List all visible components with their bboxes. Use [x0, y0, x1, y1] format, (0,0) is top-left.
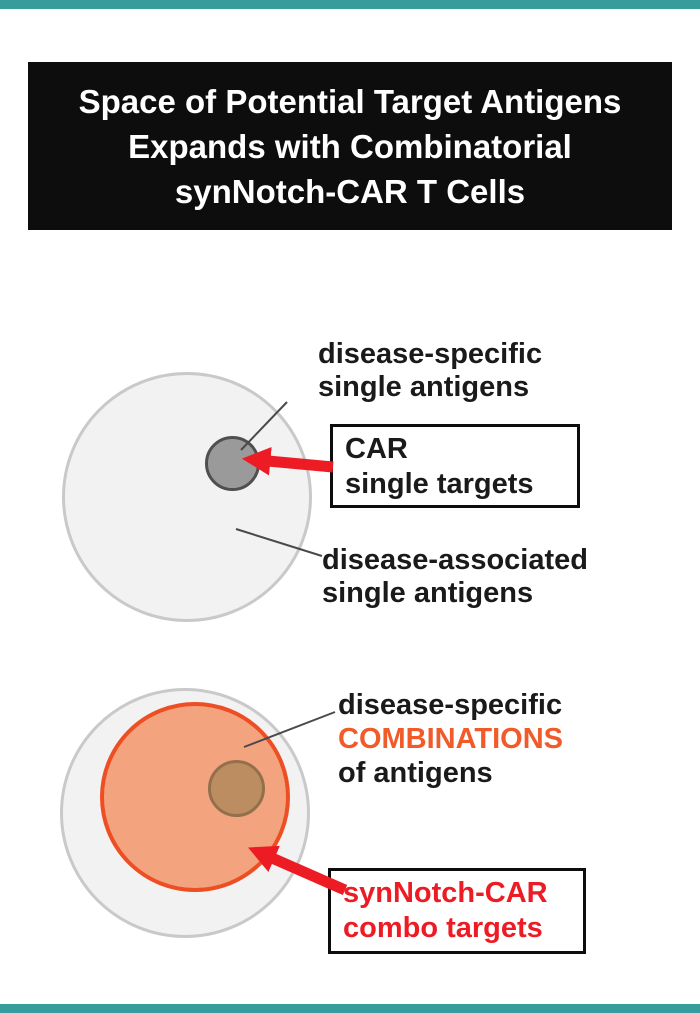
label-line: disease-specific	[338, 689, 563, 721]
car-box-line: single targets	[345, 468, 534, 500]
title-line-1: Space of Potential Target Antigens	[78, 82, 622, 120]
car-single-targets-box: CAR single targets	[330, 424, 580, 508]
inner-antigen-subset-circle	[208, 760, 265, 817]
label-line: disease-associated	[322, 544, 588, 576]
combo-box-line: synNotch-CAR	[343, 877, 548, 909]
label-line: single antigens	[318, 371, 530, 403]
label-line: single antigens	[322, 577, 534, 609]
bottom-border-strip	[0, 1004, 700, 1013]
disease-specific-single-antigen-circle	[205, 436, 260, 491]
label-line: of antigens	[338, 757, 493, 789]
synnotch-car-combo-targets-box: synNotch-CAR combo targets	[328, 868, 586, 954]
label-disease-specific-combinations: disease-specific COMBINATIONS of antigen…	[338, 688, 563, 790]
label-line: disease-specific	[318, 338, 543, 370]
car-box-line: CAR	[345, 433, 408, 465]
combo-box-line: combo targets	[343, 912, 543, 944]
disease-associated-antigen-space-circle	[62, 372, 312, 622]
title-box: Space of Potential Target Antigens Expan…	[28, 62, 672, 230]
label-disease-associated-single-antigens: disease-associated single antigens	[322, 544, 588, 610]
label-line-combinations: COMBINATIONS	[338, 723, 564, 755]
label-disease-specific-single-antigens: disease-specific single antigens	[318, 338, 542, 404]
title-line-2: Expands with Combinatorial	[128, 127, 572, 165]
title-line-3: synNotch-CAR T Cells	[174, 172, 526, 210]
top-border-strip	[0, 0, 700, 9]
